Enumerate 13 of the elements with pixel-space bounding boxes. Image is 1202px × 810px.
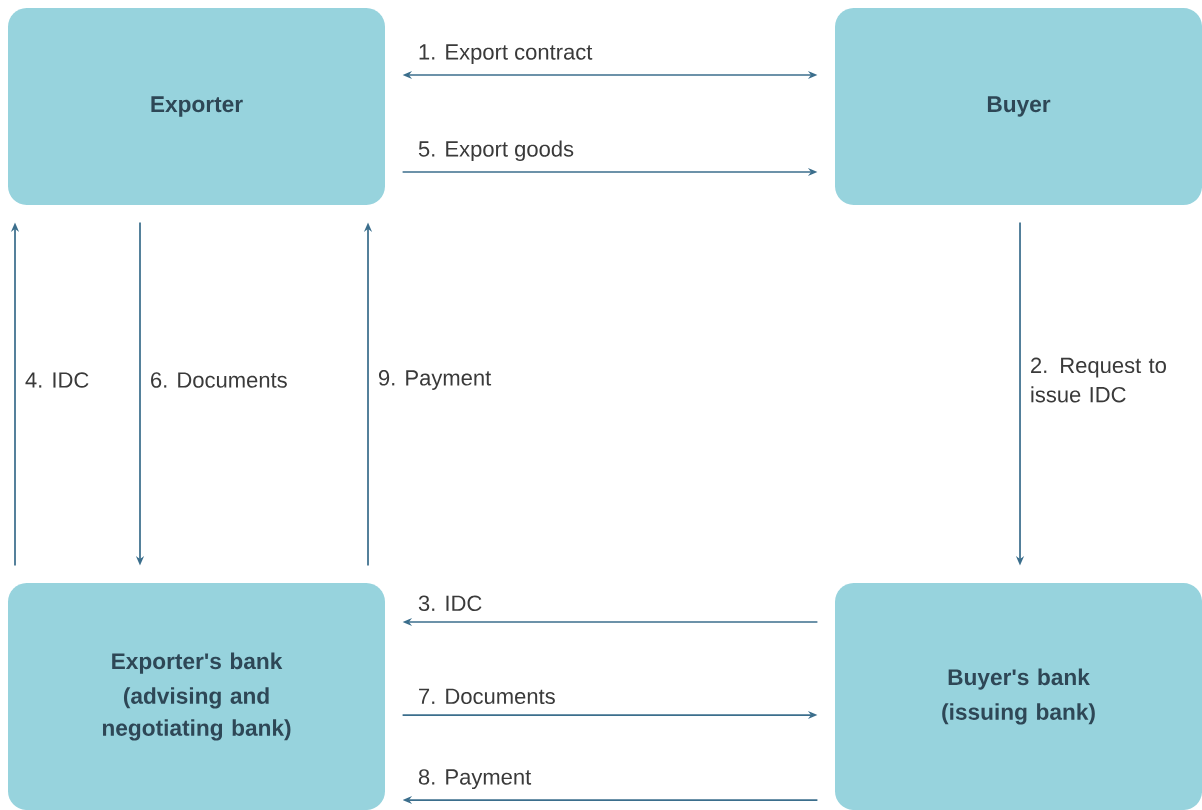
edge-label: 2. Request to issue IDC (1027, 354, 1183, 406)
edge-label: 4. IDC (22, 369, 92, 391)
party-box: Buyer (835, 8, 1202, 205)
party-box: Exporter (8, 8, 385, 205)
edge-label: 7. Documents (415, 686, 559, 707)
edge-label: 5. Export goods (415, 137, 577, 164)
edge-label: 8. Payment (415, 766, 534, 792)
edge-label: 9. Payment (375, 367, 494, 393)
party-box: Buyer's bank (issuing bank) (835, 583, 1202, 810)
edge-label: 1. Export contract (415, 41, 596, 67)
edge-label: 3. IDC (415, 592, 485, 614)
edge-label: 6. Documents (147, 369, 291, 391)
party-box: Exporter's bank (advising and negotiating bank) (8, 583, 385, 810)
